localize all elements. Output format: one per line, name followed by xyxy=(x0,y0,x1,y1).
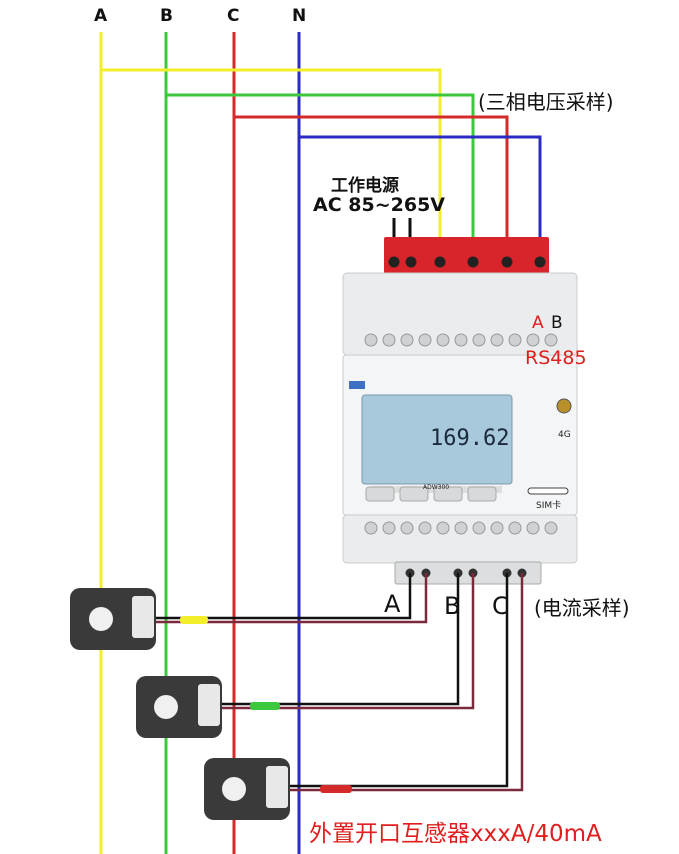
rs485-b-label: B xyxy=(551,313,563,333)
antenna-connector xyxy=(556,398,572,414)
lower-terminal-row xyxy=(364,521,558,535)
meter-buttons xyxy=(365,486,497,502)
ct-b xyxy=(136,676,222,738)
power-supply-range: AC 85~265V xyxy=(313,194,445,216)
antenna-label: 4G xyxy=(558,430,571,440)
ct-c xyxy=(204,758,290,820)
ct-b-wire-2 xyxy=(220,573,475,710)
voltage-wire-a xyxy=(101,68,442,260)
neutral-label: N xyxy=(292,6,307,26)
voltage-wire-b xyxy=(166,93,475,260)
meter-logo xyxy=(349,381,365,389)
meter-model: ADW300 xyxy=(423,484,450,491)
ct-c-wire-2 xyxy=(285,573,524,792)
rs485-a-label: A xyxy=(532,313,544,333)
current-terminal-block xyxy=(394,561,542,585)
power-supply-title: 工作电源 xyxy=(331,176,399,196)
current-sampling-label: (电流采样) xyxy=(534,596,630,620)
ct-a-wire-2 xyxy=(155,573,428,624)
voltage-terminal-block xyxy=(384,237,549,275)
ct-a-wire-tag xyxy=(180,616,208,624)
ct-c-wire-tag xyxy=(320,785,352,793)
lcd-screen xyxy=(361,394,513,485)
transformer-note: 外置开口互感器xxxA/40mA xyxy=(309,821,602,847)
ct-a-wire-1 xyxy=(155,573,412,620)
ct-b-wire-1 xyxy=(220,573,460,706)
voltage-sampling-label: (三相电压采样) xyxy=(478,90,614,114)
current-a-label: A xyxy=(384,590,401,618)
ct-c-wire-1 xyxy=(285,573,509,788)
current-b-label: B xyxy=(444,592,461,620)
sim-label: SIM卡 xyxy=(536,501,562,511)
ct-b-wire-tag xyxy=(250,702,280,710)
voltage-terminal-screws xyxy=(388,256,546,268)
phase-c-label: C xyxy=(227,6,240,26)
current-c-label: C xyxy=(492,592,509,620)
voltage-wire-c xyxy=(234,115,509,260)
phase-b-label: B xyxy=(160,6,173,26)
rs485-label: RS485 xyxy=(525,347,587,369)
upper-terminal-row xyxy=(364,333,558,347)
ct-a xyxy=(70,588,156,650)
phase-a-label: A xyxy=(94,6,108,26)
sim-slot xyxy=(527,487,569,495)
voltage-wire-n xyxy=(299,135,542,260)
lcd-reading: 169.62 xyxy=(430,426,510,451)
